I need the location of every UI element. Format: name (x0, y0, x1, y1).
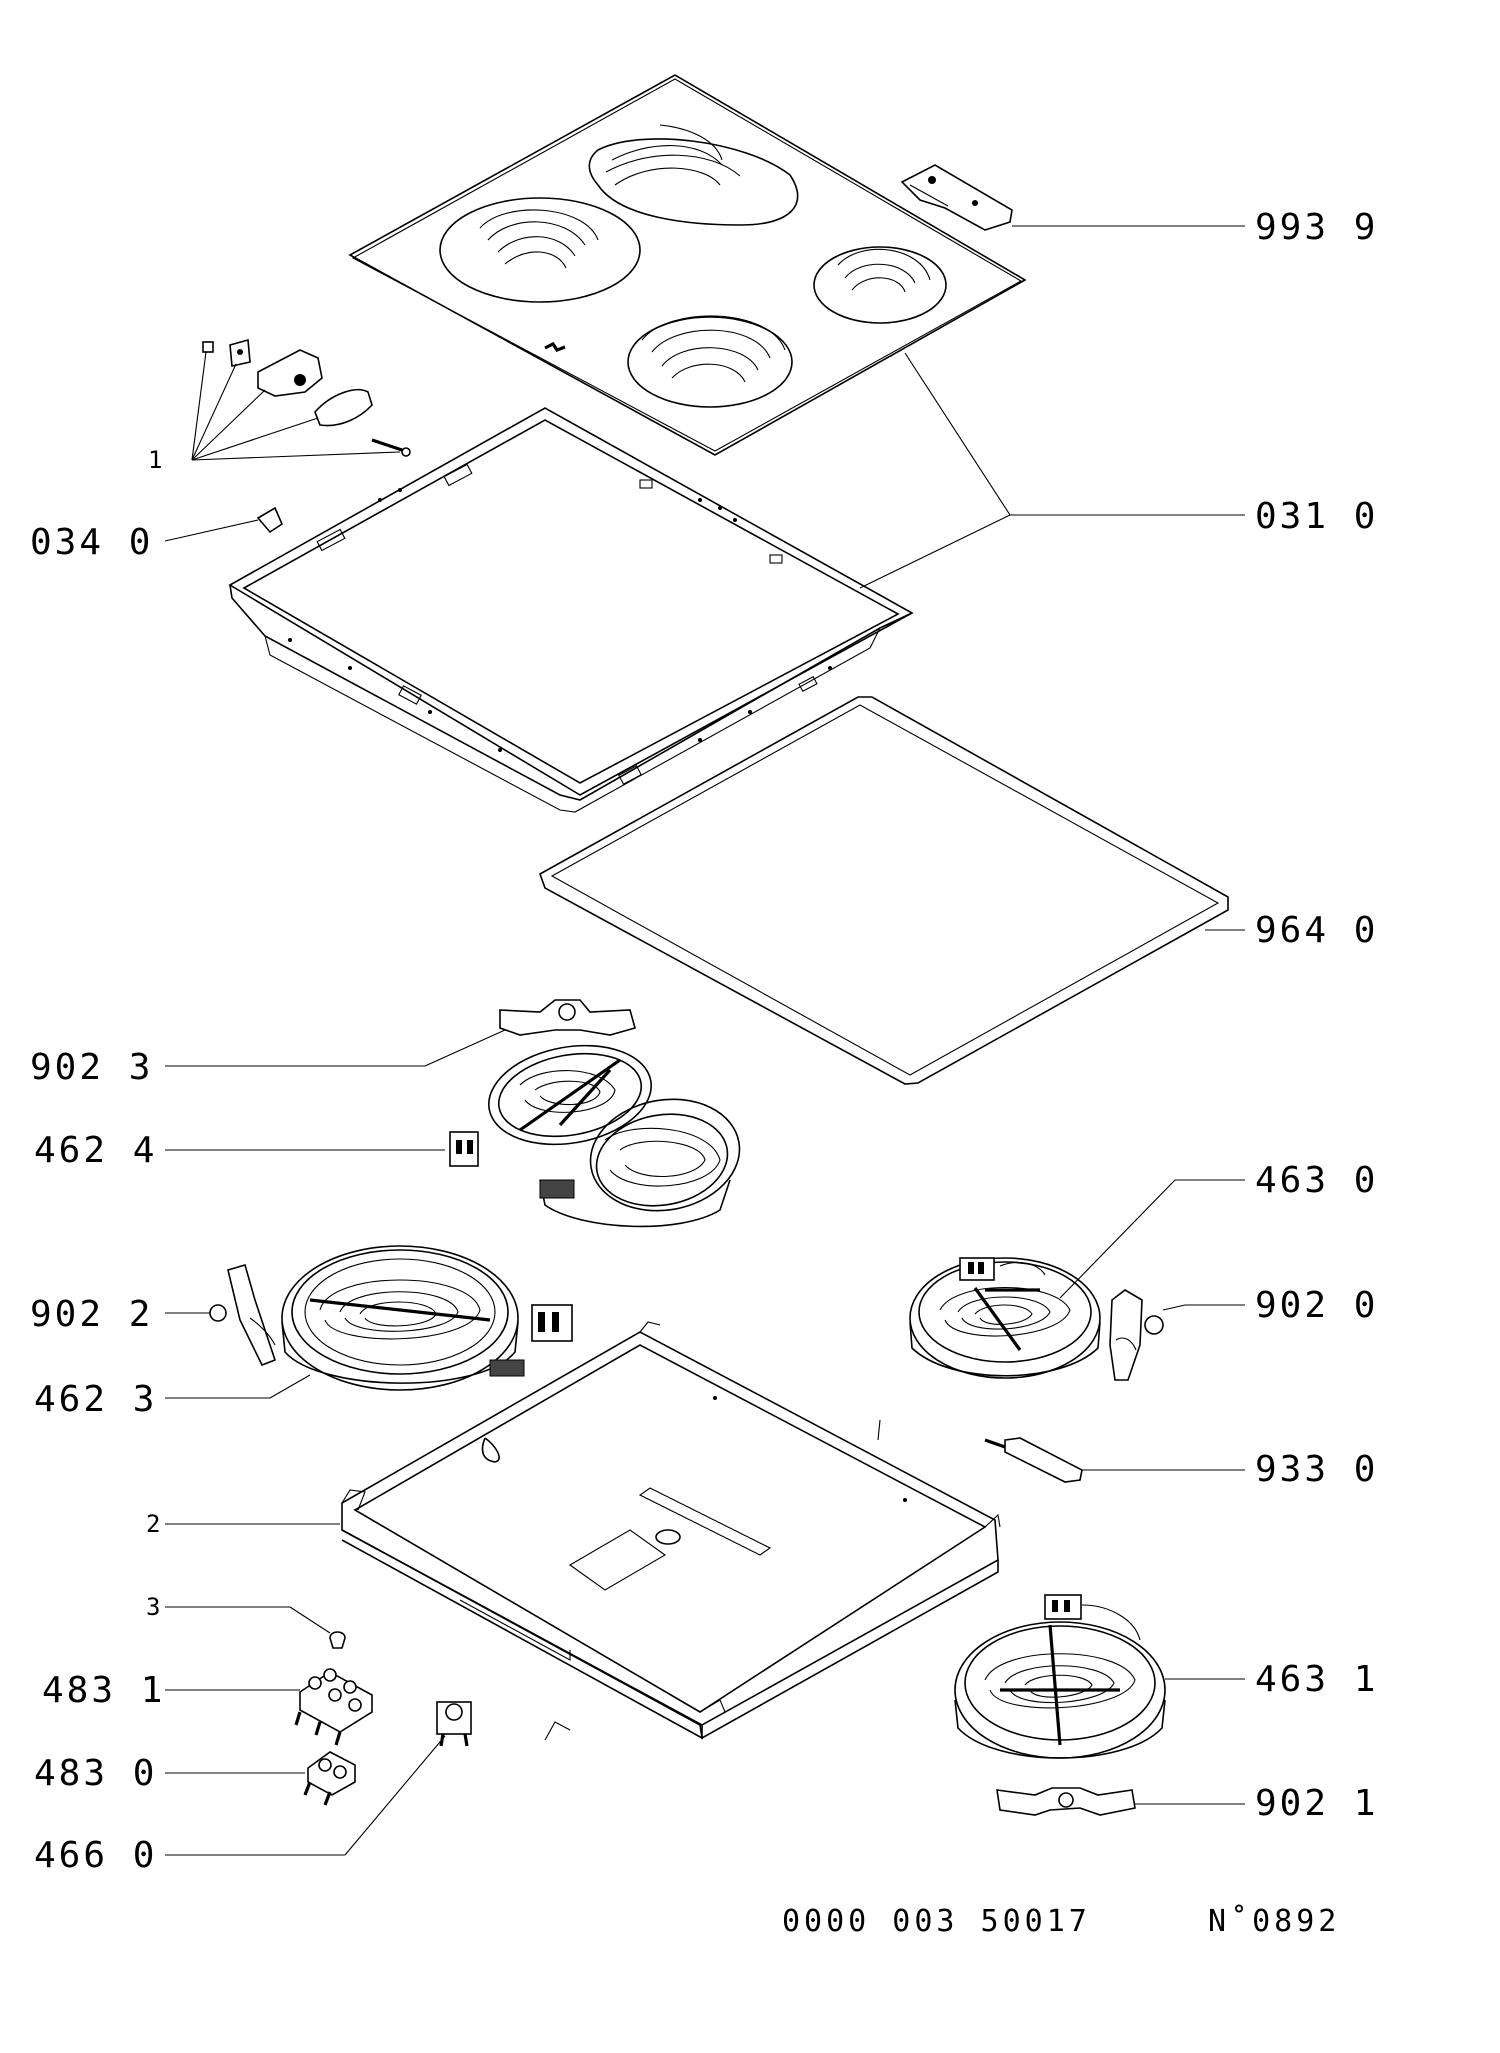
bottom-tray (165, 1321, 1001, 1741)
heater-bracket-bottom (996, 1787, 1245, 1816)
terminal-block-small (165, 1751, 356, 1806)
callout-463-0: 463 0 (1255, 1160, 1379, 1201)
switch-part (165, 1701, 472, 1856)
callout-034-0: 034 0 (30, 522, 154, 563)
clip-part (164, 506, 284, 542)
callout-462-3: 462 3 (34, 1379, 158, 1420)
callout-483-1: 483 1 (42, 1670, 166, 1711)
callout-483-0: 483 0 (34, 1753, 158, 1794)
callout-031-0: 031 0 (1255, 496, 1379, 537)
large-round-heating-element (165, 1245, 573, 1399)
callout-902-2: 902 2 (30, 1294, 154, 1335)
heater-bracket-right (1109, 1289, 1245, 1381)
temperature-limiter-part (984, 1437, 1245, 1483)
dual-oval-heating-element (165, 1044, 741, 1228)
hardware-kit (191, 338, 411, 461)
drawing-reference-number: 0000 003 50017 (782, 1904, 1091, 1939)
round-heating-element-bottom (954, 1594, 1245, 1759)
terminal-block-large (165, 1668, 373, 1746)
callout-933-0: 933 0 (1255, 1449, 1379, 1490)
callout-902-0: 902 0 (1255, 1285, 1379, 1326)
seal-gasket (539, 696, 1245, 1085)
callout-462-4: 462 4 (34, 1130, 158, 1171)
heater-bracket-top (165, 999, 636, 1067)
small-round-heating-element (909, 1179, 1245, 1379)
cooktop-frame (228, 352, 1245, 813)
callout-902-1: 902 1 (1255, 1783, 1379, 1824)
callout-3: 3 (146, 1593, 161, 1621)
callout-902-3: 902 3 (30, 1047, 154, 1088)
drawing-sheet-number: N˚0892 (1208, 1904, 1341, 1939)
top-right-bracket-part (900, 164, 1245, 231)
screw-part (165, 1606, 346, 1649)
glass-cooktop-panel (348, 74, 1027, 456)
callout-466-0: 466 0 (34, 1835, 158, 1876)
callout-2: 2 (146, 1510, 161, 1538)
callout-993-9: 993 9 (1255, 207, 1379, 248)
callout-463-1: 463 1 (1255, 1659, 1379, 1700)
heater-bracket-left (165, 1264, 277, 1367)
callout-964-0: 964 0 (1255, 910, 1379, 951)
callout-1: 1 (148, 446, 163, 474)
